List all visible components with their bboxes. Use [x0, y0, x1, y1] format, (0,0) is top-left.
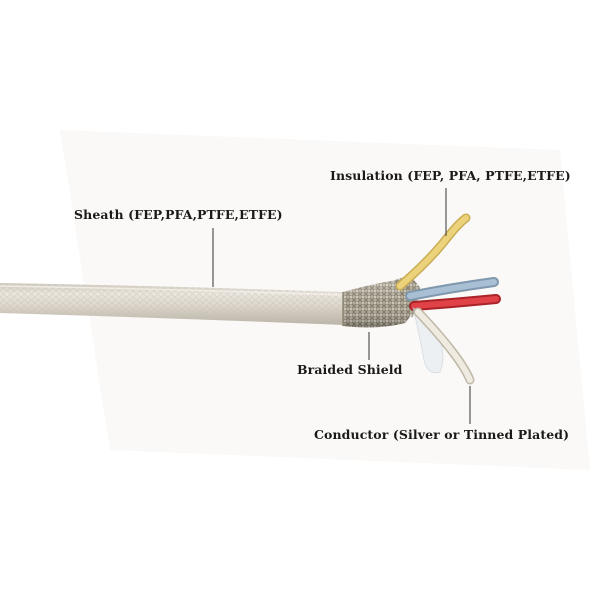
leader-lines — [212, 188, 471, 424]
conductor — [412, 307, 475, 385]
braided-shield-label: Braided Shield — [297, 362, 403, 377]
insulation-label: Insulation (FEP, PFA, PTFE,ETFE) — [330, 168, 571, 183]
insulated-cores — [395, 213, 501, 311]
sheath-label: Sheath (FEP,PFA,PTFE,ETFE) — [74, 207, 283, 222]
sheath — [0, 283, 346, 325]
conductor-label: Conductor (Silver or Tinned Plated) — [314, 427, 570, 442]
